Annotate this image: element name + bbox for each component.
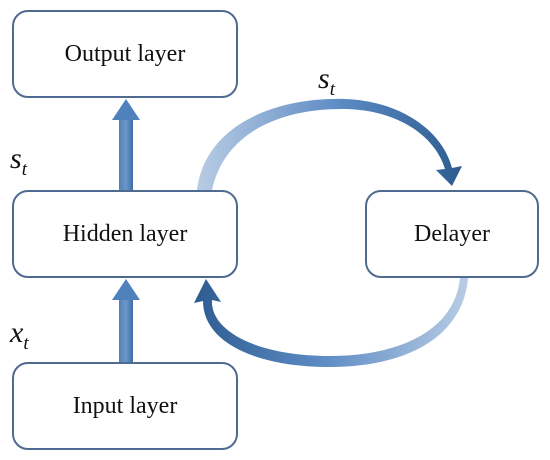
input-symbol: x [10,316,24,349]
arrow-hidden-to-output [112,99,140,190]
output-layer-node: Output layer [12,10,238,98]
output-layer-label: Output layer [64,40,186,67]
recurrent-state-subscript: t [329,79,335,100]
hidden-layer-label: Hidden layer [62,220,188,247]
input-subscript: t [23,333,29,354]
input-layer-label: Input layer [72,392,178,419]
input-label: xt [10,316,29,354]
hidden-state-label-top: st [318,62,335,100]
arrow-hidden-to-delayer [197,98,462,190]
hidden-layer-node: Hidden layer [12,190,238,278]
delayer-label: Delayer [414,220,490,247]
input-layer-node: Input layer [12,362,238,450]
delayer-node: Delayer [365,190,539,278]
hidden-state-subscript: t [21,159,27,180]
arrow-input-to-hidden [112,279,140,362]
hidden-state-symbol: s [10,142,22,175]
arrow-delayer-to-hidden [194,278,468,367]
hidden-state-label-left: st [10,142,27,180]
recurrent-state-symbol: s [318,62,330,95]
